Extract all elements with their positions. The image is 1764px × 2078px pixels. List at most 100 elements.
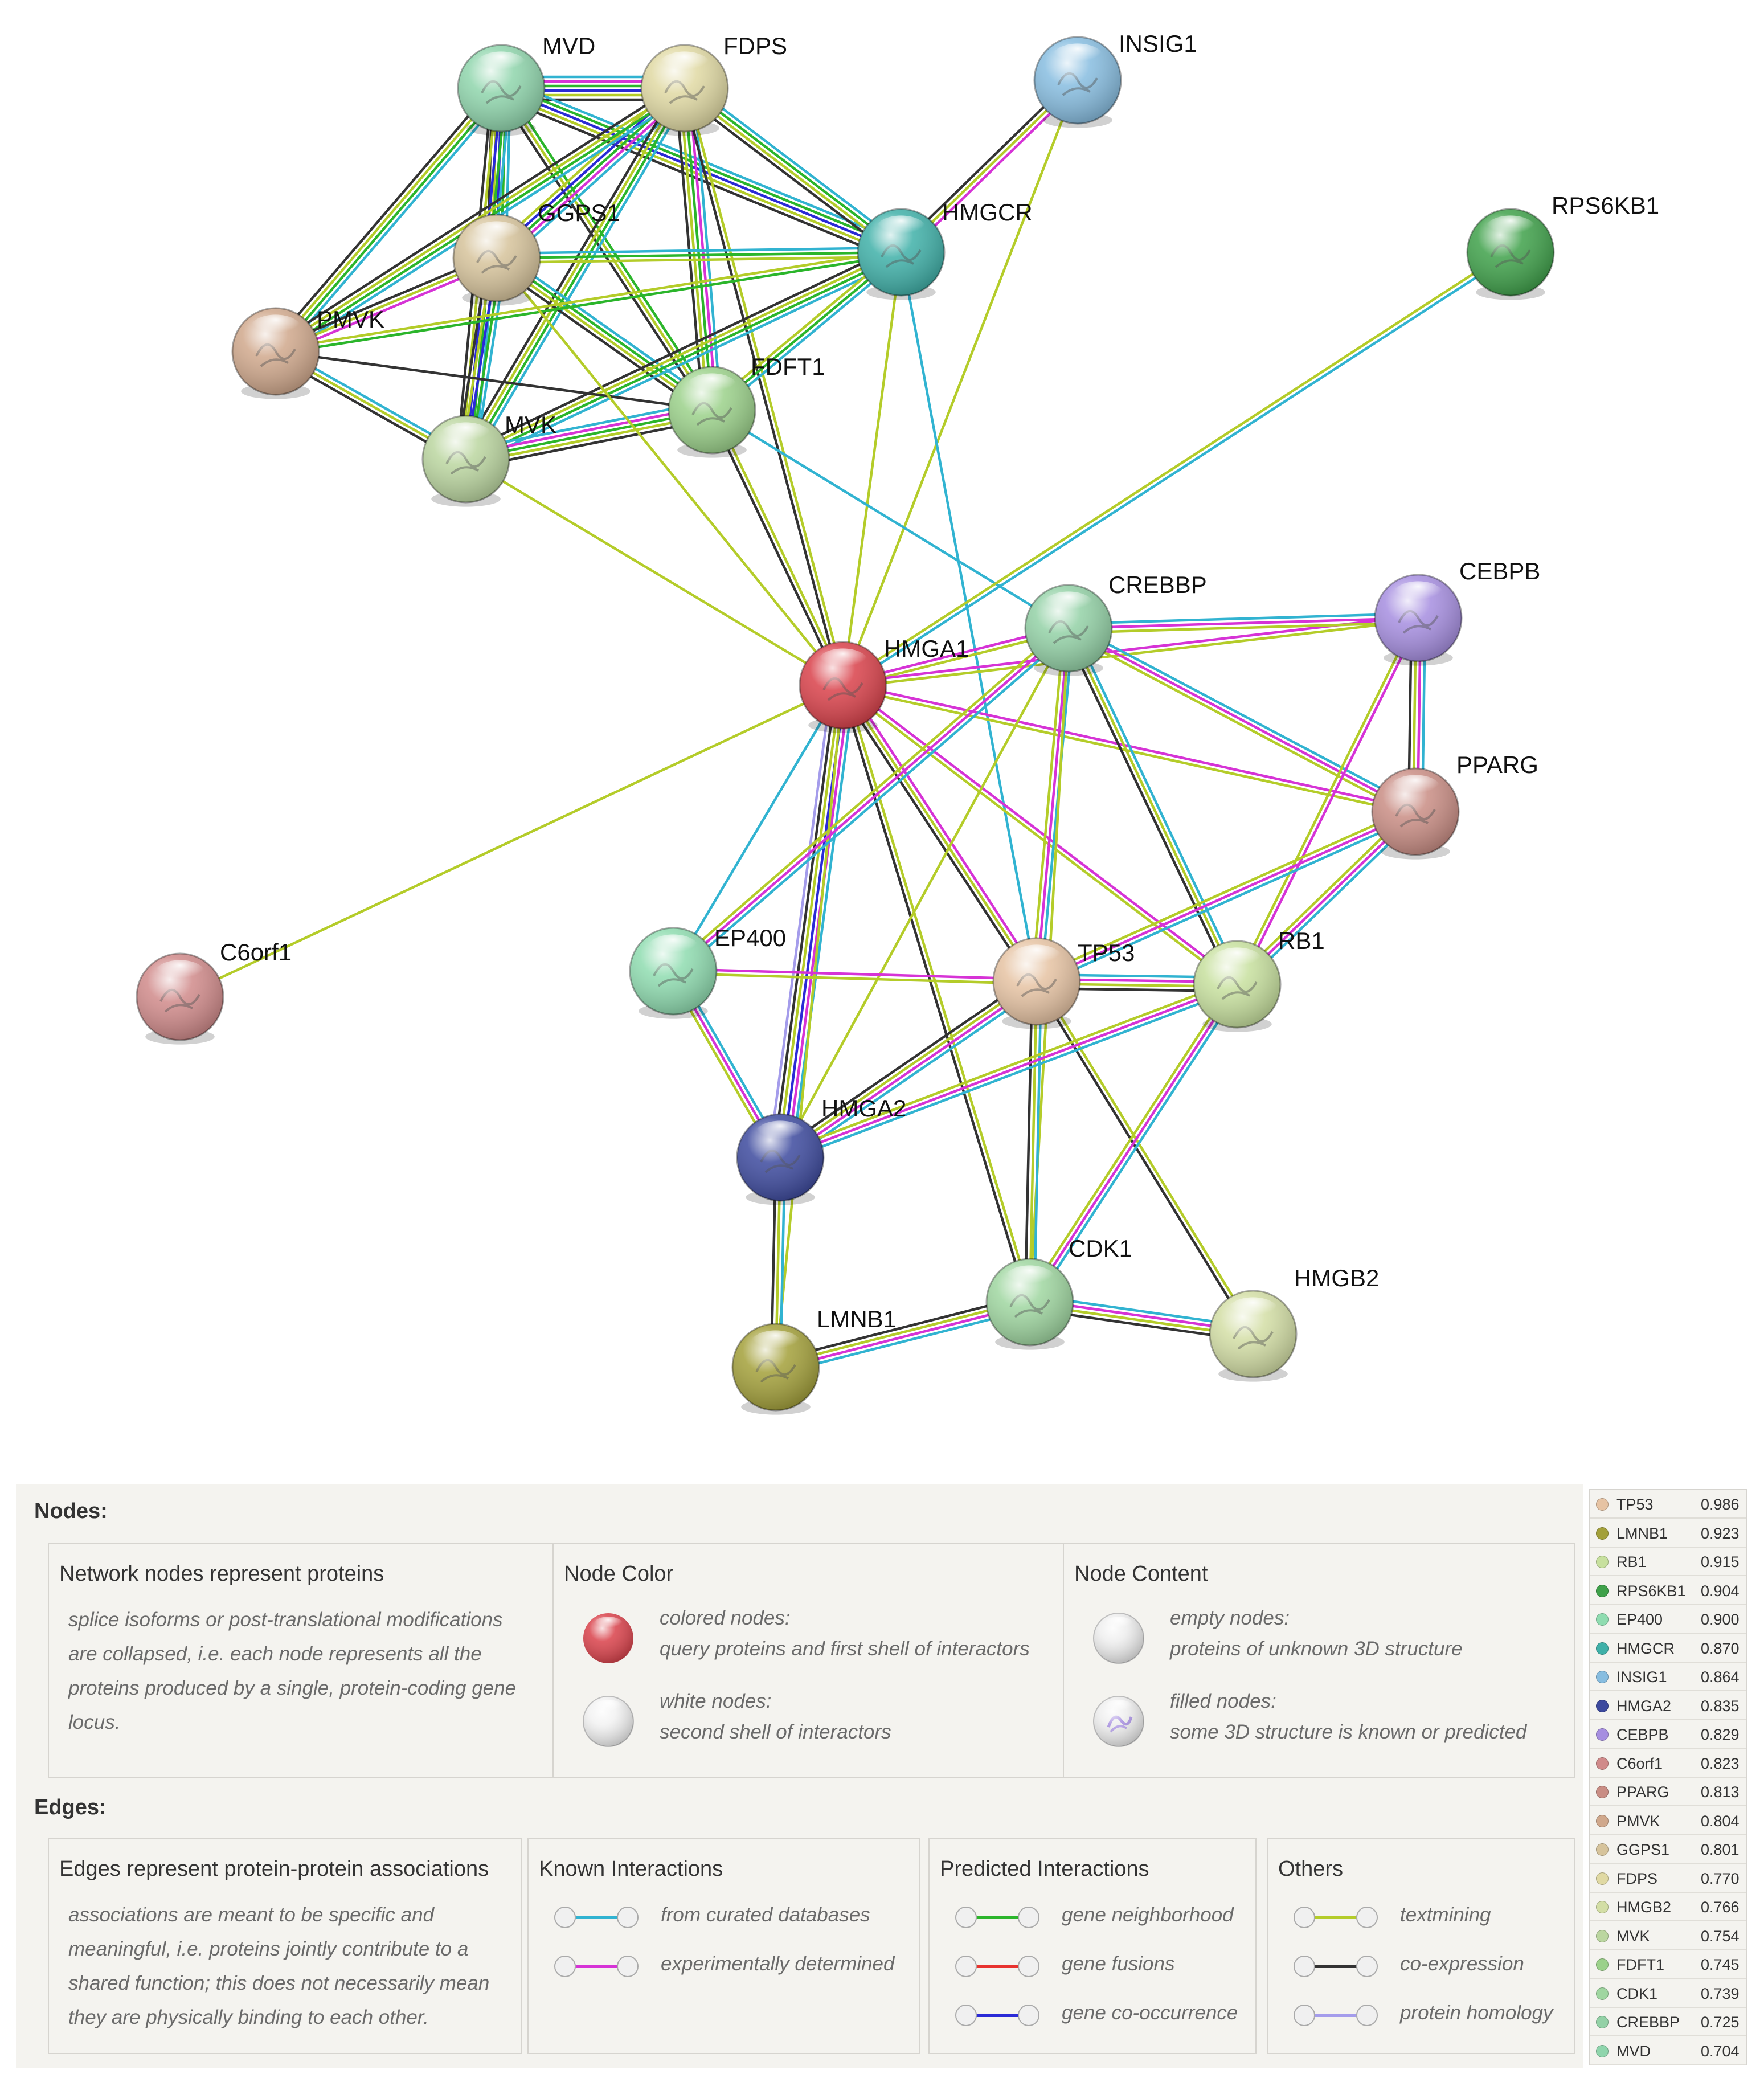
node-cdk1[interactable]: CDK1 <box>985 1235 1132 1350</box>
edge-CREBBP-EP400[interactable] <box>669 624 1073 976</box>
node-highlight <box>471 221 522 248</box>
edge-MVD-PMVK[interactable] <box>269 83 507 357</box>
edge-FDPS-MVK[interactable] <box>459 84 692 464</box>
score-protein-name: PPARG <box>1616 1784 1669 1801</box>
edge-HMGA1-HMGA2[interactable] <box>767 684 856 1159</box>
edge-PPARG-TP53[interactable] <box>1034 806 1418 987</box>
score-value: 0.904 <box>1701 1582 1740 1600</box>
edge-FDFT1-HMGA1[interactable] <box>709 408 846 687</box>
node-hmgb2[interactable]: HMGB2 <box>1209 1265 1379 1382</box>
node-fdps[interactable]: FDPS <box>640 32 787 136</box>
node-fdft1[interactable]: FDFT1 <box>668 353 825 458</box>
edge-TP53-CDK1[interactable] <box>1024 981 1043 1303</box>
node-hmga2[interactable]: HMGA2 <box>736 1095 906 1205</box>
score-value: 0.804 <box>1701 1812 1740 1830</box>
edge-line-textmining <box>776 685 842 1157</box>
score-value: 0.986 <box>1701 1496 1740 1513</box>
network-nodes-box: Network nodes represent proteins splice … <box>48 1543 556 1778</box>
edge-GGPS1-FDFT1[interactable] <box>492 251 717 417</box>
edge-HMGCR-MVK[interactable] <box>462 245 905 467</box>
edge-HMGA1-LMNB1[interactable] <box>774 685 845 1368</box>
experimental-edge-icon <box>554 1956 639 1977</box>
edge-EP400-TP53[interactable] <box>673 967 1037 985</box>
node-ggps1[interactable]: GGPS1 <box>452 199 620 306</box>
edge-FDFT1-CREBBP[interactable] <box>711 409 1070 629</box>
edge-GGPS1-HMGA1[interactable] <box>496 257 844 686</box>
edge-GGPS1-HMGCR[interactable] <box>496 246 902 264</box>
edge-RB1-CDK1[interactable] <box>1025 981 1242 1306</box>
edge-HMGA1-TP53[interactable] <box>838 682 1042 985</box>
node-rb1[interactable]: RB1 <box>1193 927 1325 1032</box>
node-mvd[interactable]: MVD <box>457 32 595 136</box>
node-tp53[interactable]: TP53 <box>992 937 1135 1029</box>
textmining-label: textmining <box>1400 1904 1491 1926</box>
edge-RB1-HMGA2[interactable] <box>778 979 1239 1163</box>
node-insig1[interactable]: INSIG1 <box>1033 30 1197 128</box>
node-rps6kb1[interactable]: RPS6KB1 <box>1466 192 1659 300</box>
node-cebpb[interactable]: CEBPB <box>1374 558 1540 666</box>
edge-INSIG1-HMGA1[interactable] <box>841 80 1079 686</box>
edge-line-curated <box>843 253 1513 689</box>
node-pmvk[interactable]: PMVK <box>231 306 384 399</box>
edge-HMGCR-TP53[interactable] <box>899 252 1038 982</box>
score-protein-name: CEBPB <box>1616 1726 1669 1743</box>
edge-HMGA1-RB1[interactable] <box>841 682 1239 987</box>
node-color-dot <box>1596 1613 1609 1626</box>
edge-TP53-HMGA2[interactable] <box>775 975 1042 1164</box>
edge-CREBBP-PPARG[interactable] <box>1066 623 1418 817</box>
edge-CREBBP-CEBPB[interactable] <box>1068 612 1419 635</box>
node-ep400[interactable]: EP400 <box>629 925 786 1019</box>
edge-MVK-HMGA1[interactable] <box>465 458 844 686</box>
node-crebbp[interactable]: CREBBP <box>1024 571 1207 676</box>
node-mvk[interactable]: MVK <box>421 411 556 507</box>
edge-RPS6KB1-HMGA1[interactable] <box>841 249 1513 689</box>
edge-HMGCR-PMVK[interactable] <box>275 248 902 355</box>
legend-edge-curated: from curated databases <box>554 1900 918 1934</box>
score-value: 0.739 <box>1701 1985 1740 2002</box>
edge-line-textmining <box>682 89 901 255</box>
edge-HMGCR-HMGA1[interactable] <box>841 252 903 686</box>
edge-PMVK-FDFT1[interactable] <box>275 350 713 412</box>
node-color-dot <box>1596 1642 1609 1655</box>
edge-HMGA1-C6orf1[interactable] <box>179 684 844 999</box>
node-lmnb1[interactable]: LMNB1 <box>731 1306 897 1415</box>
score-value: 0.801 <box>1701 1841 1740 1858</box>
edge-FDPS-HMGA1[interactable] <box>681 87 847 686</box>
edge-CDK1-LMNB1[interactable] <box>773 1294 1032 1375</box>
edge-CREBBP-TP53[interactable] <box>1030 628 1075 982</box>
node-c6orf1[interactable]: C6orf1 <box>136 939 292 1045</box>
edge-HMGA1-EP400[interactable] <box>672 684 844 972</box>
edge-FDPS-HMGCR[interactable] <box>680 81 906 259</box>
node-hmga1[interactable]: HMGA1 <box>799 635 969 733</box>
node-label-insig1: INSIG1 <box>1119 30 1197 57</box>
edge-line-curated <box>675 631 1073 976</box>
node-hmgcr[interactable]: HMGCR <box>857 199 1033 300</box>
node-highlight <box>1390 775 1441 801</box>
edge-HMGA1-CEBPB[interactable] <box>842 614 1419 689</box>
edge-line-experimental <box>844 682 1239 984</box>
edge-CREBBP-RB1[interactable] <box>1063 625 1243 987</box>
node-pparg[interactable]: PPARG <box>1371 751 1538 860</box>
edge-CEBPB-RB1[interactable] <box>1234 616 1422 986</box>
edge-CREBBP-HMGA2[interactable] <box>779 627 1070 1159</box>
